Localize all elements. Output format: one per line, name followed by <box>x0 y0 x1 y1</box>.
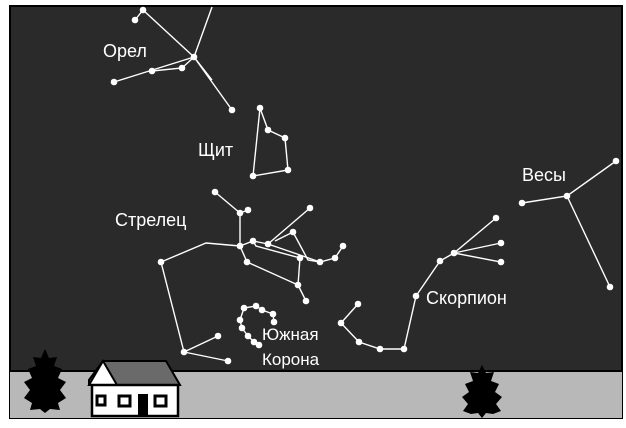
star <box>264 240 272 248</box>
scutum-lines <box>252 107 289 177</box>
star <box>224 357 232 365</box>
star <box>281 134 289 142</box>
star <box>228 106 236 114</box>
label-scutum: Щит <box>198 140 233 160</box>
label-corona-line1: Южная <box>262 325 319 344</box>
star <box>236 209 244 217</box>
star <box>211 188 219 196</box>
label-aquila: Орел <box>103 41 147 61</box>
star <box>606 283 614 291</box>
star <box>264 126 272 134</box>
star <box>492 214 500 222</box>
star <box>518 199 526 207</box>
star <box>355 338 363 346</box>
star <box>238 324 246 332</box>
star <box>289 228 297 236</box>
star <box>249 172 257 180</box>
star <box>337 319 345 327</box>
label-sagittarius: Стрелец <box>115 210 187 230</box>
star <box>249 237 257 245</box>
star <box>436 257 444 265</box>
star <box>252 302 260 310</box>
star <box>240 304 248 312</box>
star <box>376 345 384 353</box>
star <box>612 157 620 165</box>
stars <box>110 6 620 365</box>
star <box>250 338 258 346</box>
star <box>412 292 420 300</box>
house-icon <box>87 359 182 418</box>
label-scorpius: Скорпион <box>426 288 507 308</box>
star <box>563 192 571 200</box>
star <box>157 258 165 266</box>
star <box>256 104 264 112</box>
star <box>190 53 198 61</box>
star <box>148 67 156 75</box>
star <box>302 297 310 305</box>
star <box>236 316 244 324</box>
star <box>284 166 292 174</box>
star <box>316 258 324 266</box>
star <box>450 249 458 257</box>
star <box>294 281 302 289</box>
star <box>110 78 118 86</box>
star <box>497 258 505 266</box>
star <box>244 332 252 340</box>
label-corona-line2: Корона <box>262 350 320 369</box>
star <box>244 206 252 214</box>
star <box>131 16 139 24</box>
aquila-lines <box>134 6 213 59</box>
star <box>269 310 277 318</box>
star <box>178 64 186 72</box>
star <box>270 318 278 326</box>
star <box>255 341 263 349</box>
star <box>139 6 147 14</box>
star <box>331 254 339 262</box>
star <box>236 242 244 250</box>
star <box>180 348 188 356</box>
star <box>243 258 251 266</box>
label-libra: Весы <box>522 165 566 185</box>
star <box>306 204 314 212</box>
star <box>400 345 408 353</box>
star <box>354 300 362 308</box>
tree-icon <box>462 365 502 418</box>
star <box>214 332 222 340</box>
sky-background <box>9 5 623 419</box>
star <box>258 306 266 314</box>
star <box>497 239 505 247</box>
tree-icon <box>24 349 66 413</box>
star <box>296 254 304 262</box>
star <box>339 242 347 250</box>
